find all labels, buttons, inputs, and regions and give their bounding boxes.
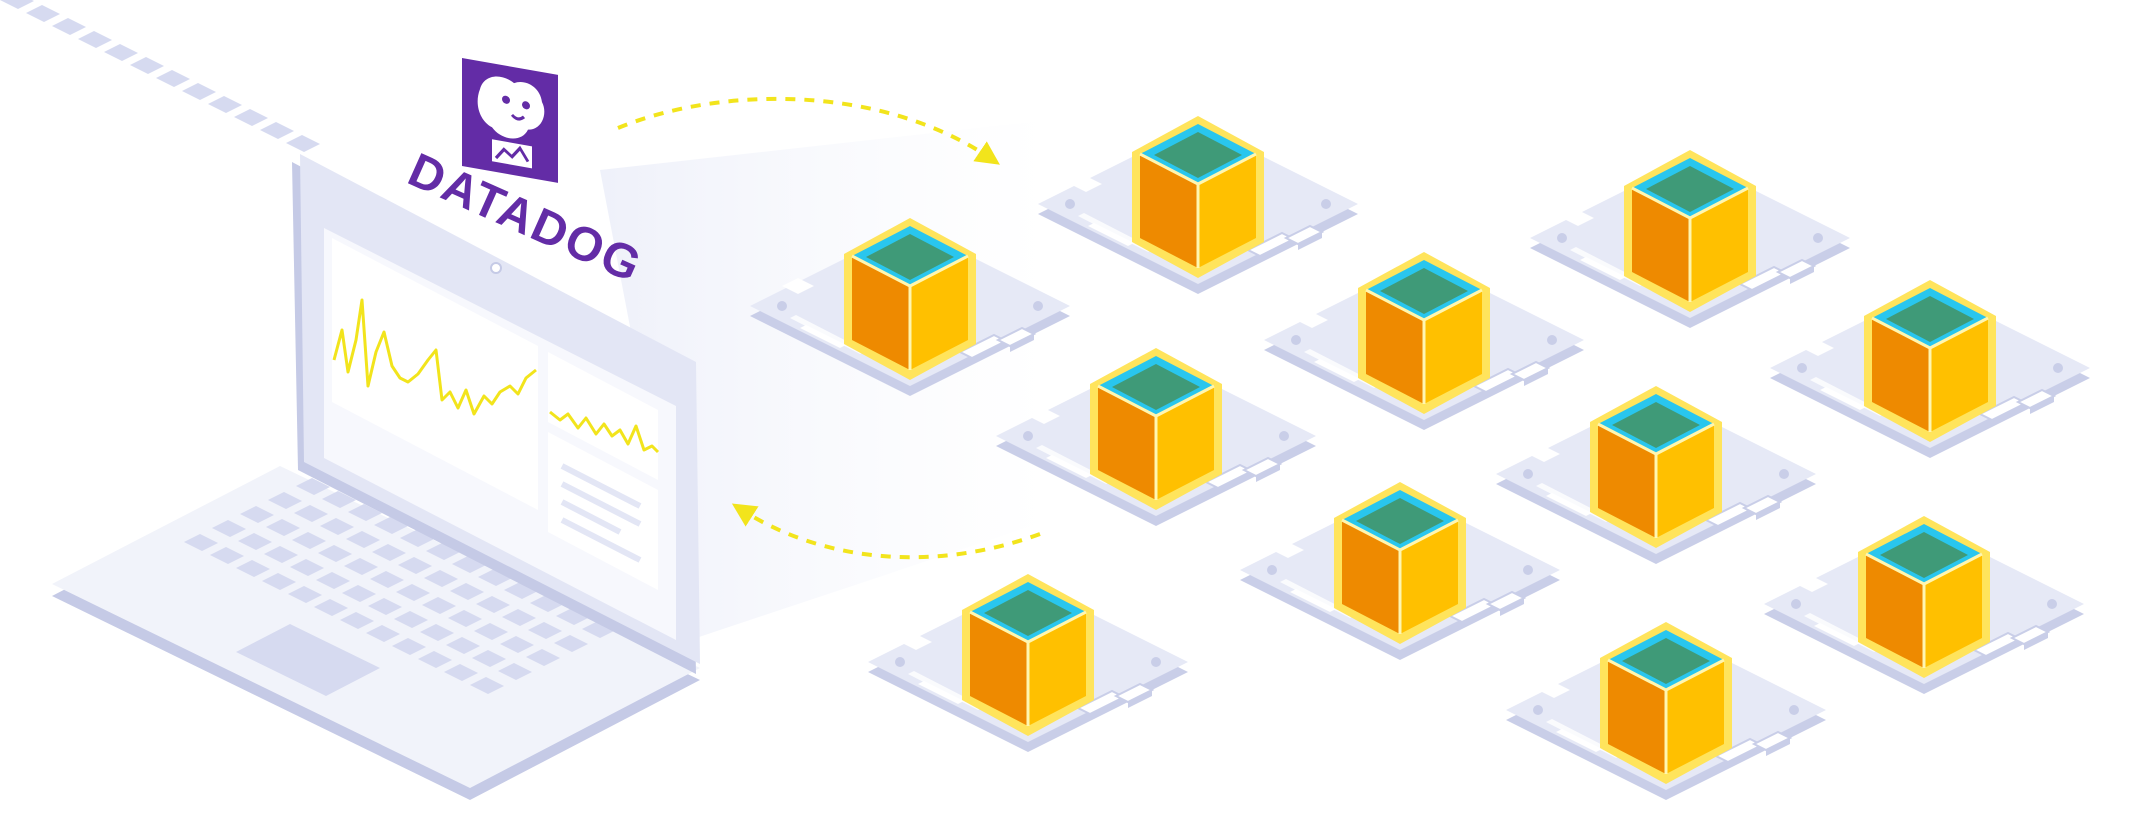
iot-device <box>1768 278 2092 460</box>
iot-device <box>1528 148 1852 330</box>
iot-device <box>1036 114 1360 296</box>
dog-icon <box>477 76 545 139</box>
trackpad <box>236 624 380 696</box>
metric-sparkline-side <box>549 410 660 454</box>
iot-device <box>1238 480 1562 662</box>
keyboard <box>0 0 644 694</box>
dashboard-panel-main <box>332 238 538 510</box>
iot-device <box>1262 250 1586 432</box>
arrow-to-laptop <box>731 503 1041 560</box>
dashboard-list-lines <box>560 463 642 563</box>
iot-device <box>1762 514 2086 696</box>
iot-device <box>1504 620 1828 802</box>
iot-device <box>1494 384 1818 566</box>
laptop <box>0 0 700 800</box>
webcam <box>490 262 502 274</box>
metric-sparkline-main <box>332 298 537 416</box>
arrow-to-devices <box>617 96 1000 165</box>
iot-device <box>866 572 1190 754</box>
dashboard-panel-side <box>548 352 658 480</box>
